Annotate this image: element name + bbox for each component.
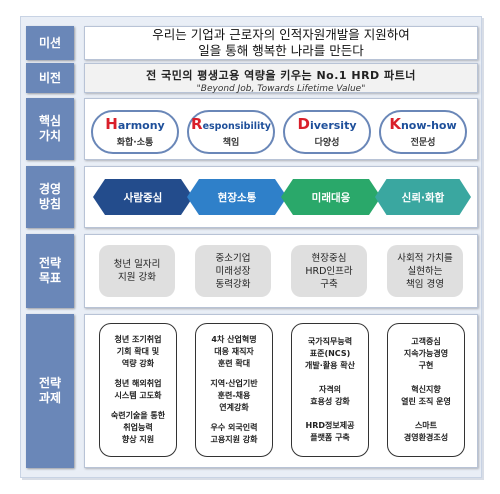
goals-label-line-1: 전략 [38,256,62,270]
value-harmony: Harmony 화합·소통 [91,110,179,154]
value-responsibility-kr: 책임 [222,138,240,148]
policy-label-line-2: 방침 [38,197,62,211]
policy-chevron-3: 미래대응 [281,179,381,215]
value-diversity-kr: 다양성 [314,138,340,148]
value-knowhow-word: Know-how [389,115,457,133]
vision-main-text: 전 국민의 평생고용 역량을 키우는 No.1 HRD 파트너 [146,69,416,82]
value-harmony-kr: 화합·소통 [116,138,154,148]
vision-panel: 전 국민의 평생고용 역량을 키우는 No.1 HRD 파트너 "Beyond … [84,63,478,94]
tasks-label-line-1: 전략 [38,376,62,390]
value-knowhow: Know-how 전문성 [379,110,467,154]
policy-chevron-4: 신뢰·화합 [375,179,471,215]
value-diversity-word: Diversity [297,115,357,133]
values-panel: Harmony 화합·소통 Responsibility 책임 Diversit… [84,98,478,160]
policy-chevron-1: 사람중심 [93,179,193,215]
goals-label-line-2: 목표 [38,271,62,285]
tasks-label-line-2: 과제 [38,391,62,405]
policy-label-line-1: 경영 [38,182,62,196]
vision-row: 비전 전 국민의 평생고용 역량을 키우는 No.1 HRD 파트너 "Beyo… [26,63,478,95]
mission-label: 미션 [26,26,74,60]
mission-line-1: 우리는 기업과 근로자의 인적자원개발을 지원하여 [152,27,410,42]
value-harmony-word: Harmony [105,115,165,133]
vision-slogan: "Beyond Job, Towards Lifetime Value" [196,84,366,94]
mission-line-2: 일을 통해 행복한 나라를 만든다 [198,43,364,58]
value-responsibility-word: Responsibility [191,115,271,133]
value-responsibility: Responsibility 책임 [187,110,275,154]
mission-panel: 우리는 기업과 근로자의 인적자원개발을 지원하여 일을 통해 행복한 나라를 … [84,26,478,60]
mission-row: 미션 우리는 기업과 근로자의 인적자원개발을 지원하여 일을 통해 행복한 나… [26,26,478,60]
mission-text: 우리는 기업과 근로자의 인적자원개발을 지원하여 일을 통해 행복한 나라를 … [85,27,477,59]
values-label-line-1: 핵심 [38,114,62,128]
value-knowhow-kr: 전문성 [410,138,436,148]
values-label-line-2: 가치 [38,129,62,143]
value-diversity: Diversity 다양성 [283,110,371,154]
vision-label: 비전 [26,63,74,93]
policy-chevron-2: 현장소통 [187,179,287,215]
policy-panel: 사람중심 현장소통 미래대응 신뢰·화합 [84,166,478,228]
